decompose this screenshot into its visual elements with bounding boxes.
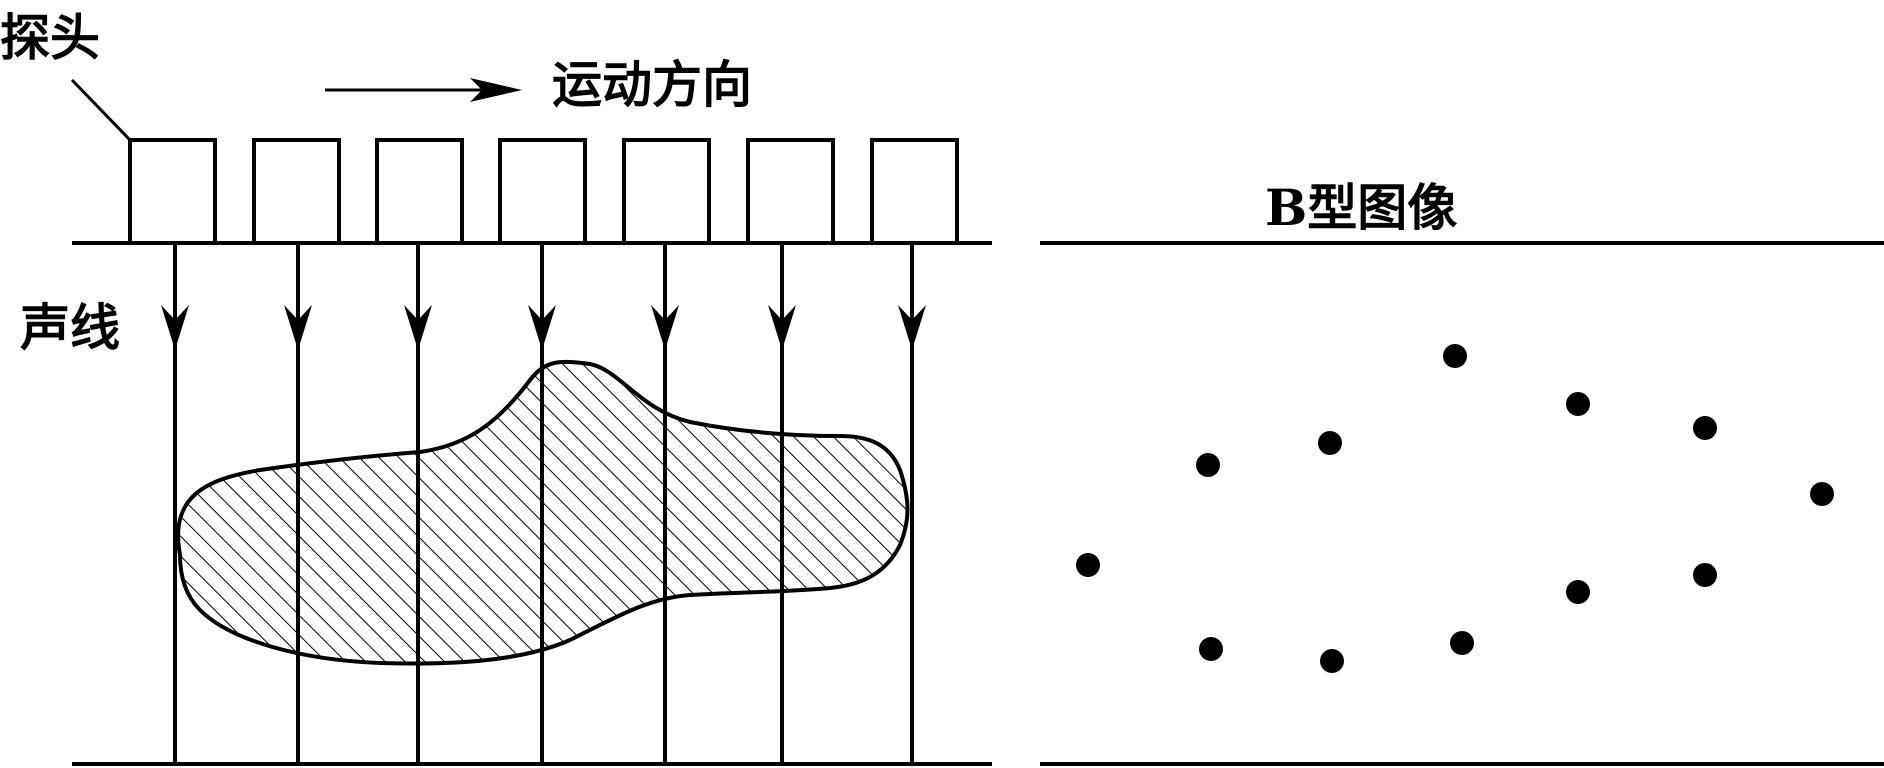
sound-line-arrowhead (284, 305, 312, 350)
sound-lines (161, 243, 926, 764)
sound-line-arrowhead (404, 305, 432, 350)
echo-dot (1566, 580, 1590, 604)
probe-element (870, 138, 959, 245)
probe-leader-line (70, 78, 132, 142)
sound-line (528, 243, 556, 764)
direction-label: 运动方向 (552, 55, 752, 114)
echo-dot (1196, 453, 1220, 477)
echo-dot (1810, 482, 1834, 506)
sound-line-arrowhead (651, 305, 679, 350)
probe-array (128, 138, 959, 245)
probe-element (746, 138, 835, 245)
b-image-title: B型图像 (1265, 178, 1457, 237)
echo-dot (1693, 416, 1717, 440)
echo-dot (1076, 553, 1100, 577)
echo-dot (1450, 631, 1474, 655)
sound-line-arrowhead (161, 305, 189, 350)
probe-element (252, 138, 341, 245)
echo-dot (1443, 344, 1467, 368)
sound-line (898, 243, 926, 764)
sound-line-arrowhead (528, 305, 556, 350)
echo-dot (1320, 649, 1344, 673)
sound-line (161, 243, 189, 764)
sound-line (404, 243, 432, 764)
probe-element (498, 138, 587, 245)
probe-label: 探头 (0, 8, 100, 67)
direction-arrow (325, 78, 522, 102)
echo-dot (1199, 637, 1223, 661)
probe-element (128, 138, 217, 245)
echo-dot (1318, 431, 1342, 455)
echo-dot (1693, 563, 1717, 587)
probe-element (375, 138, 464, 245)
sound-line (284, 243, 312, 764)
probe-element (622, 138, 711, 245)
echo-dot (1566, 392, 1590, 416)
sound-line-arrowhead (898, 305, 926, 350)
sound-line-label: 声线 (20, 298, 120, 357)
sound-line-arrowhead (768, 305, 796, 350)
sound-line (768, 243, 796, 764)
b-image-panel: B型图像 (1040, 178, 1884, 766)
echo-dots (1076, 344, 1834, 673)
scan-panel: 探头 运动方向 声线 (0, 8, 992, 766)
sound-line (651, 243, 679, 764)
